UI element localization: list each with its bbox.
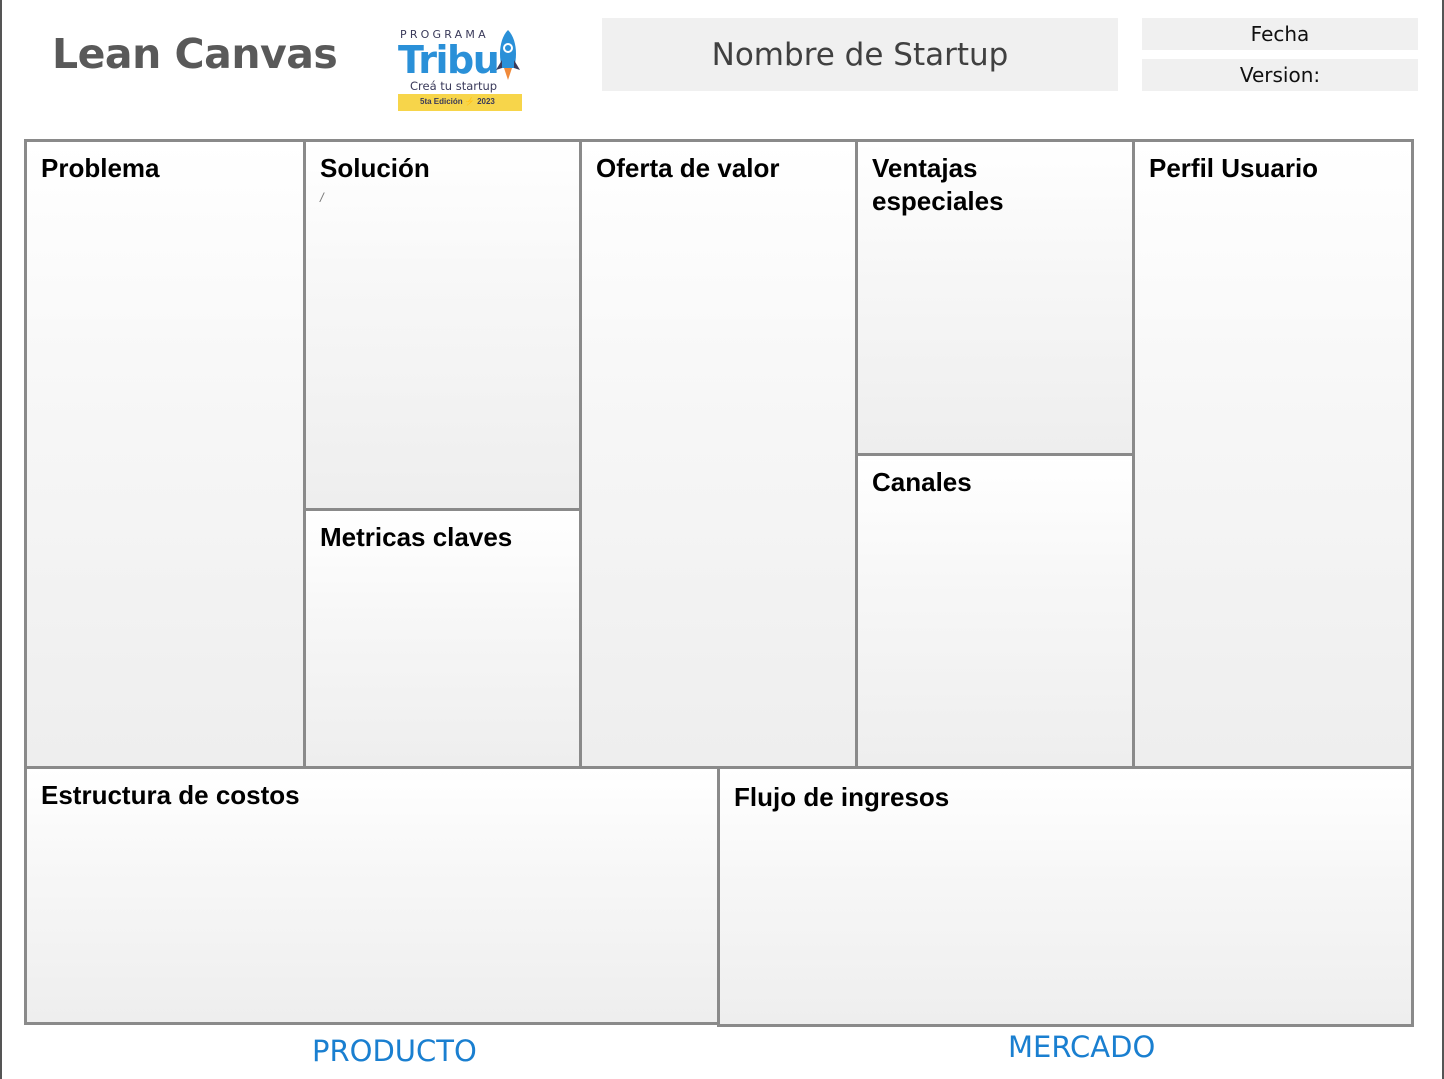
startup-name-field[interactable]: Nombre de Startup: [602, 18, 1118, 91]
date-field[interactable]: Fecha: [1142, 18, 1418, 50]
solucion-label: Solución: [320, 153, 430, 183]
ventajas-cell[interactable]: Ventajas especiales: [855, 139, 1135, 456]
logo-edition-text: 5ta Edición ⚡ 2023: [420, 97, 495, 106]
mercado-label: MERCADO: [1008, 1030, 1156, 1064]
ventajas-label: Ventajas especiales: [872, 153, 1004, 216]
problema-cell[interactable]: Problema: [24, 139, 306, 769]
logo-wordmark: Tribu: [398, 38, 500, 82]
logo-tagline: Creá tu startup: [410, 79, 498, 93]
solucion-mark: /: [320, 190, 324, 205]
canales-cell[interactable]: Canales: [855, 453, 1135, 769]
page-title: Lean Canvas: [52, 30, 338, 78]
logo-edition-band: 5ta Edición ⚡ 2023: [398, 94, 522, 111]
tribu-logo: PROGRAMA Tribu Creá tu startup 5ta Edici…: [396, 28, 526, 114]
solucion-cell[interactable]: Solución /: [303, 139, 582, 511]
problema-label: Problema: [41, 153, 160, 183]
canales-label: Canales: [872, 467, 972, 497]
producto-label: PRODUCTO: [312, 1034, 477, 1068]
rocket-icon: [496, 30, 520, 80]
logo-program-text: PROGRAMA: [400, 28, 489, 41]
metricas-label: Metricas claves: [320, 522, 513, 552]
version-field[interactable]: Version:: [1142, 59, 1418, 91]
costos-label: Estructura de costos: [41, 780, 300, 810]
page-border-left: [0, 0, 2, 1079]
perfil-label: Perfil Usuario: [1149, 153, 1319, 183]
perfil-cell[interactable]: Perfil Usuario: [1132, 139, 1414, 769]
ingresos-label: Flujo de ingresos: [734, 782, 950, 812]
oferta-cell[interactable]: Oferta de valor: [579, 139, 858, 769]
costos-cell[interactable]: Estructura de costos: [24, 766, 721, 1025]
ingresos-cell[interactable]: Flujo de ingresos: [717, 766, 1414, 1027]
page-border-right: [1442, 0, 1444, 1079]
oferta-label: Oferta de valor: [596, 153, 780, 183]
metricas-cell[interactable]: Metricas claves: [303, 508, 582, 769]
